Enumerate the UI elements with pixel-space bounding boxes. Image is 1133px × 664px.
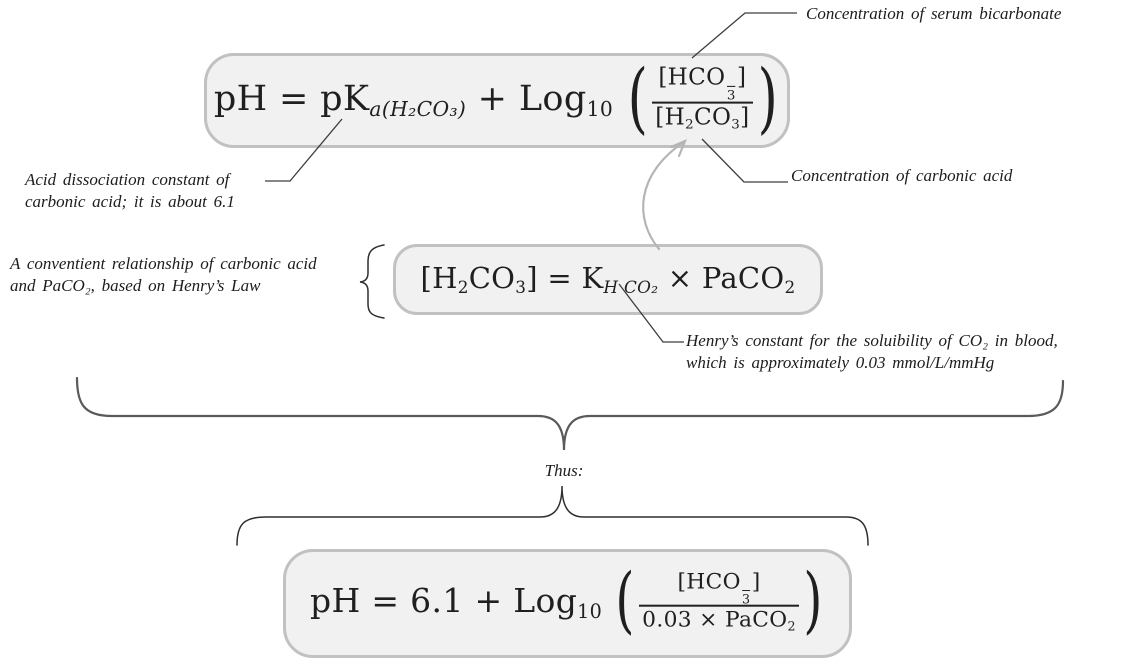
combined-equation-box: pH = 6.1 + Log10 ([HCO−3]0.03 × PaCO2) <box>283 549 852 658</box>
callout-acid-dissociation: Acid dissociation constant of carbonic a… <box>25 169 235 213</box>
callout-acid-dissociation-line2: carbonic acid; it is about 6.1 <box>25 192 235 211</box>
callout-acid-dissociation-line1: Acid dissociation constant of <box>25 170 230 189</box>
callout-henry-relationship: A conventient relationship of carbonic a… <box>10 253 317 297</box>
thus-label: Thus: <box>544 461 584 480</box>
combined-formula: pH = 6.1 + Log10 ([HCO−3]0.03 × PaCO2) <box>310 558 823 643</box>
callout-serum-bicarbonate: Concentration of serum bicarbonate <box>806 4 1062 23</box>
curved-arrow <box>642 140 686 251</box>
lower-curly-brace <box>236 485 869 546</box>
leader-line-serum-bicarbonate <box>691 12 797 59</box>
callout-henry-constant: Henry’s constant for the soluibility of … <box>686 330 1058 374</box>
henrys-law-formula: [H2CO3] = KH CO₂ × PaCO2 <box>420 260 796 297</box>
henderson-hasselbalch-equation-box: pH = pKa(H₂CO₃) + Log10 ([HCO−3][H2CO3]) <box>204 53 790 148</box>
callout-henry-constant-line2: which is approximately 0.03 mmol/L/mmHg <box>686 353 995 372</box>
upper-curly-brace <box>75 376 1065 451</box>
henderson-hasselbalch-formula: pH = pKa(H₂CO₃) + Log10 ([HCO−3][H2CO3]) <box>213 53 778 143</box>
henrys-law-equation-box: [H2CO3] = KH CO₂ × PaCO2 <box>393 244 823 315</box>
callout-henry-relationship-line1: A conventient relationship of carbonic a… <box>10 254 317 273</box>
left-curly-brace <box>359 244 385 319</box>
callout-henry-relationship-line2: and PaCO₂, based on Henry’s Law <box>10 276 261 295</box>
callout-carbonic-acid: Concentration of carbonic acid <box>791 166 1013 185</box>
callout-henry-constant-line1: Henry’s constant for the soluibility of … <box>686 331 1058 350</box>
